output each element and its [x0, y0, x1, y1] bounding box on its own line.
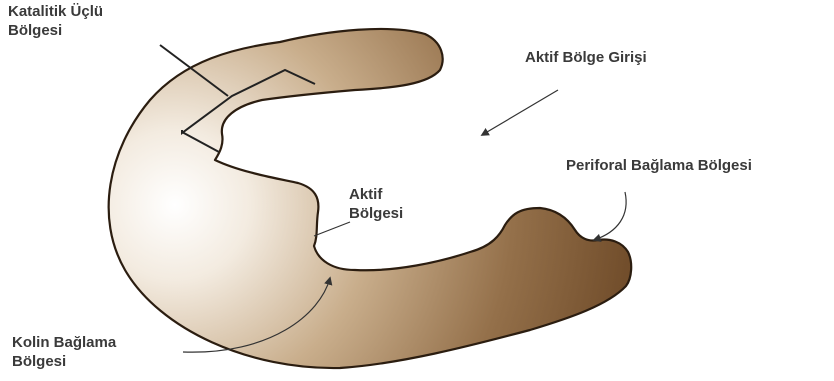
entrance-arrow — [482, 90, 558, 135]
active-site-entrance-label: Aktif Bölge Girişi — [525, 48, 647, 67]
peripheral-binding-label: Periforal Bağlama Bölgesi — [566, 156, 752, 175]
catalytic-triad-label: Katalitik Üçlü Bölgesi — [8, 2, 103, 40]
active-site-leader — [314, 222, 350, 236]
choline-binding-label: Kolin Bağlama Bölgesi — [12, 333, 116, 371]
active-site-label: Aktif Bölgesi — [349, 185, 403, 223]
peripheral-arrow — [594, 192, 626, 240]
